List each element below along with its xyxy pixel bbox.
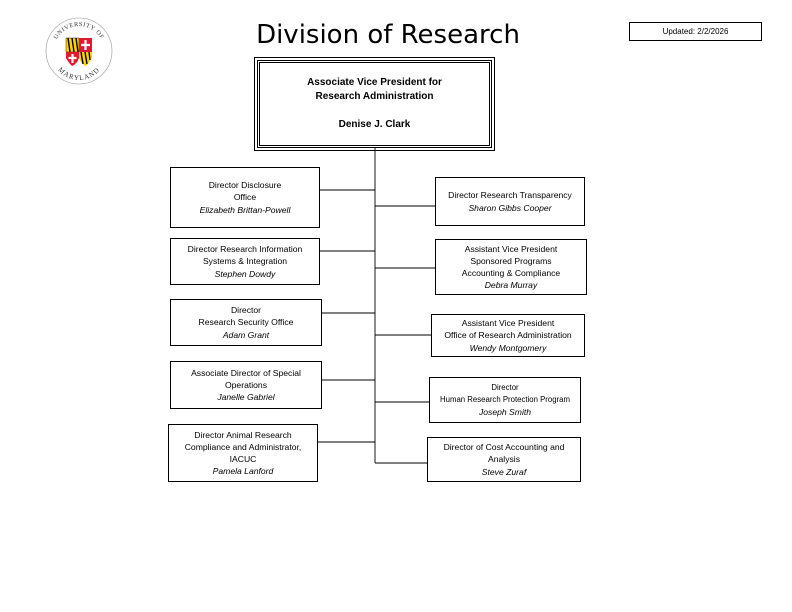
box-research-security-office: Director Research Security Office Adam G… bbox=[170, 299, 322, 346]
box-title-line: Associate Director of Special bbox=[191, 367, 301, 378]
box-person-name: Joseph Smith bbox=[478, 407, 532, 418]
box-title-line: Director Research Information bbox=[187, 244, 303, 255]
box-title-line: Director Animal Research bbox=[194, 429, 292, 440]
university-seal-logo: UNIVERSITY OF MARYLAND bbox=[45, 17, 113, 85]
box-office-of-research-administration: Assistant Vice President Office of Resea… bbox=[431, 314, 585, 357]
box-title-line: IACUC bbox=[229, 454, 257, 464]
box-title-line: Office of Research Administration bbox=[444, 330, 572, 341]
box-person-name: Wendy Montgomery bbox=[469, 342, 547, 353]
box-research-transparency: Director Research Transparency Sharon Gi… bbox=[435, 177, 585, 226]
avp-name: Denise J. Clark bbox=[338, 119, 411, 130]
box-title-line: Director bbox=[491, 382, 519, 392]
box-special-operations: Associate Director of Special Operations… bbox=[170, 361, 322, 409]
box-title-line: Director Disclosure bbox=[208, 180, 282, 191]
avp-box: Associate Vice President for Research Ad… bbox=[254, 57, 495, 151]
box-title-line: Accounting & Compliance bbox=[461, 268, 561, 278]
page-title: Division of Research bbox=[256, 20, 520, 50]
maryland-shield-icon bbox=[65, 37, 92, 66]
box-sponsored-programs-accounting: Assistant Vice President Sponsored Progr… bbox=[435, 239, 587, 295]
box-title-line: Sponsored Programs bbox=[470, 255, 552, 266]
box-person-name: Adam Grant bbox=[222, 329, 270, 340]
box-title-line: Operations bbox=[224, 379, 268, 390]
box-title-line: Office bbox=[233, 192, 257, 203]
box-animal-research-compliance: Director Animal Research Compliance and … bbox=[168, 424, 318, 482]
avp-title-line1: Associate Vice President for bbox=[307, 77, 442, 88]
box-person-name: Pamela Lanford bbox=[212, 466, 274, 477]
box-title-line: Assistant Vice President bbox=[464, 243, 558, 254]
box-cost-accounting: Director of Cost Accounting and Analysis… bbox=[427, 437, 581, 482]
updated-date: Updated: 2/2/2026 bbox=[629, 22, 762, 41]
box-title-line: Director of Cost Accounting and bbox=[443, 442, 565, 453]
box-title-line: Human Research Protection Program bbox=[439, 394, 570, 404]
box-person-name: Sharon Gibbs Cooper bbox=[468, 202, 552, 213]
box-disclosure-office: Director Disclosure Office Elizabeth Bri… bbox=[170, 167, 320, 228]
box-title-line: Compliance and Administrator, bbox=[184, 441, 302, 452]
box-title-line: Research Security Office bbox=[198, 317, 294, 328]
box-person-name: Steve Zuraf bbox=[481, 466, 527, 477]
box-human-research-protection: Director Human Research Protection Progr… bbox=[429, 377, 581, 423]
box-title-line: Director bbox=[230, 305, 262, 316]
box-research-information-systems: Director Research Information Systems & … bbox=[170, 238, 320, 285]
avp-title-line2: Research Administration bbox=[315, 91, 434, 102]
box-title-line: Analysis bbox=[488, 454, 520, 465]
box-person-name: Elizabeth Brittan-Powell bbox=[199, 204, 291, 215]
box-title-line: Assistant Vice President bbox=[461, 318, 555, 329]
box-title-line: Systems & Integration bbox=[202, 256, 288, 267]
box-person-name: Janelle Gabriel bbox=[217, 392, 275, 403]
box-person-name: Debra Murray bbox=[484, 280, 538, 291]
box-person-name: Stephen Dowdy bbox=[214, 268, 276, 279]
box-title-line: Director Research Transparency bbox=[448, 190, 572, 201]
